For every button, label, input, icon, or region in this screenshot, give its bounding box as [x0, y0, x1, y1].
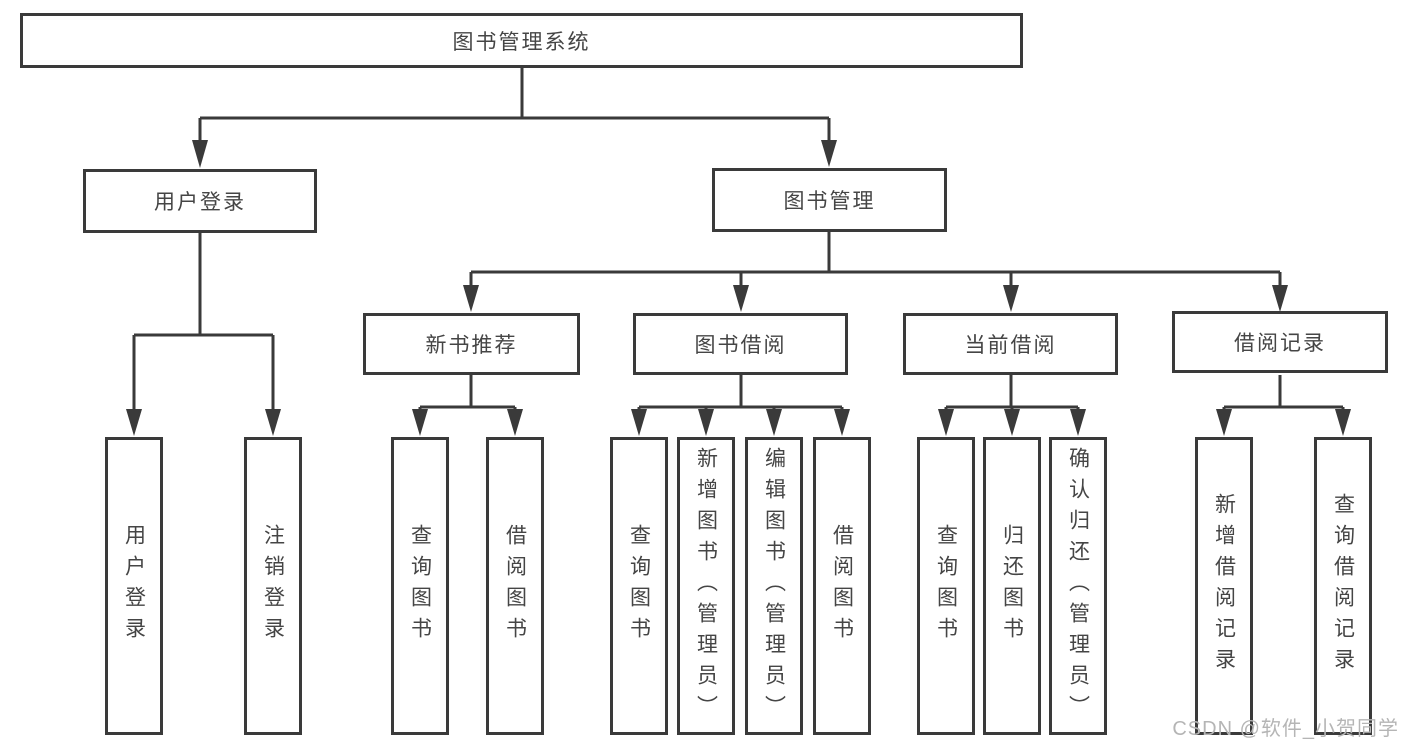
node-label: 用户登录	[154, 191, 246, 214]
node-book-management: 图书管理	[712, 168, 947, 232]
node-label: 新书推荐	[425, 334, 518, 357]
leaf-label: 编辑图书（管理员）	[762, 446, 786, 726]
leaf-user-login: 用户登录	[105, 437, 163, 735]
node-book-borrow: 图书借阅	[633, 313, 848, 375]
connector-book-borrow-to-leaves	[631, 375, 850, 436]
leaf-label: 新增图书（管理员）	[694, 446, 718, 726]
leaf-add-books-admin: 新增图书（管理员）	[677, 437, 735, 735]
leaf-logout: 注销登录	[244, 437, 302, 735]
connector-borrow-records-to-leaves	[1216, 375, 1351, 436]
connector-book-management-to-level3	[463, 231, 1288, 312]
node-label: 当前借阅	[964, 334, 1057, 357]
leaf-label: 借阅图书	[830, 524, 854, 648]
leaf-borrow-books-recommend: 借阅图书	[486, 437, 544, 735]
csdn-watermark: CSDN @软件_小贺同学	[1172, 718, 1399, 740]
node-current-borrow: 当前借阅	[903, 313, 1118, 375]
connector-root-to-level2	[192, 68, 837, 168]
node-new-book-recommend: 新书推荐	[363, 313, 580, 375]
leaf-label: 查询图书	[627, 524, 651, 648]
connector-current-borrow-to-leaves	[938, 375, 1086, 436]
leaf-label: 新增借阅记录	[1212, 493, 1236, 679]
leaf-query-borrow-record: 查询借阅记录	[1314, 437, 1372, 735]
leaf-label: 确认归还（管理员）	[1066, 446, 1090, 726]
leaf-borrow-books: 借阅图书	[813, 437, 871, 735]
leaf-label: 查询借阅记录	[1331, 493, 1355, 679]
node-root-library-system: 图书管理系统	[20, 13, 1023, 68]
node-label: 借阅记录	[1234, 332, 1326, 355]
leaf-label: 查询图书	[934, 524, 958, 648]
node-borrow-records: 借阅记录	[1172, 311, 1388, 373]
leaf-label: 借阅图书	[503, 524, 527, 648]
leaf-query-books-borrow: 查询图书	[610, 437, 668, 735]
leaf-label: 用户登录	[122, 524, 146, 648]
leaf-add-borrow-record: 新增借阅记录	[1195, 437, 1253, 735]
node-label: 图书借阅	[694, 334, 787, 357]
leaf-query-books-recommend: 查询图书	[391, 437, 449, 735]
leaf-confirm-return-admin: 确认归还（管理员）	[1049, 437, 1107, 735]
node-label: 图书管理系统	[452, 30, 591, 54]
leaf-label: 查询图书	[408, 524, 432, 648]
leaf-query-books-current: 查询图书	[917, 437, 975, 735]
leaf-edit-books-admin: 编辑图书（管理员）	[745, 437, 803, 735]
connector-user-login-to-leaves	[126, 232, 281, 436]
leaf-return-books: 归还图书	[983, 437, 1041, 735]
leaf-label: 归还图书	[1000, 524, 1024, 648]
node-label: 图书管理	[783, 190, 876, 213]
leaf-label: 注销登录	[261, 524, 285, 648]
connector-new-book-recommend-to-leaves	[412, 375, 523, 436]
node-user-login: 用户登录	[83, 169, 317, 233]
